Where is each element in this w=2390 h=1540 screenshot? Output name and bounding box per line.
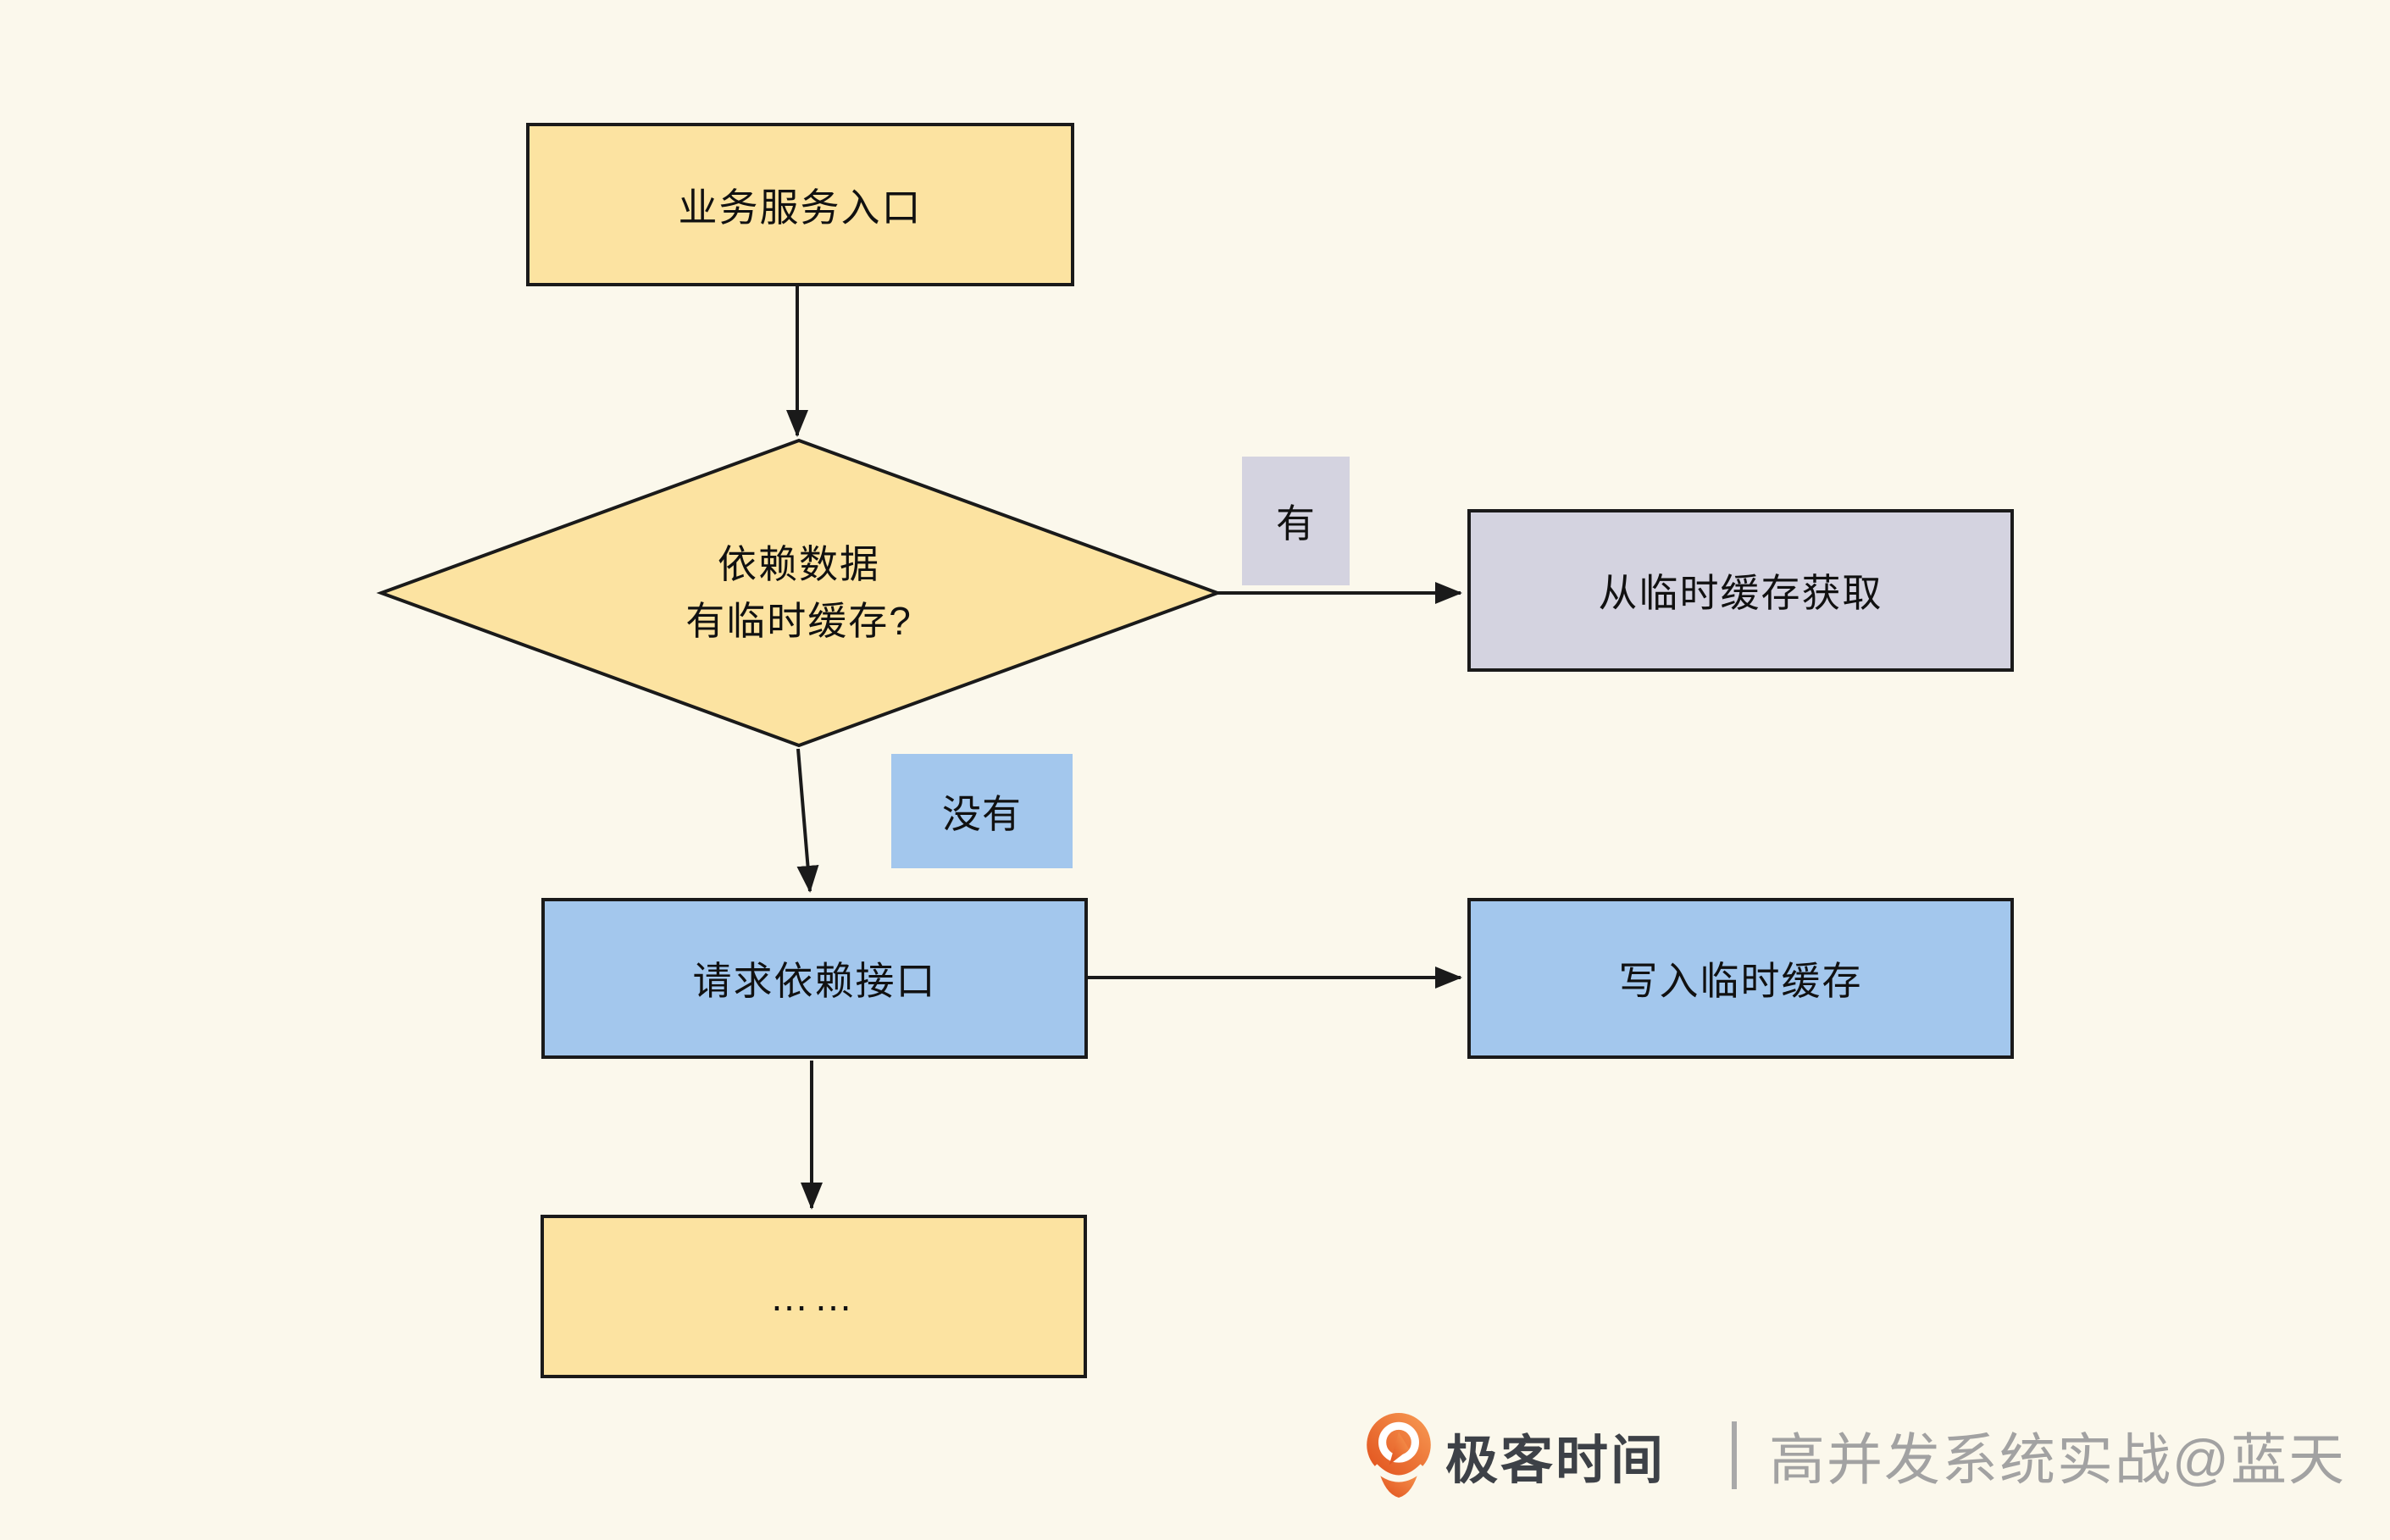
geektime-logo-icon bbox=[1367, 1413, 1431, 1498]
edge-label-yes-text: 有 bbox=[1276, 501, 1316, 546]
node-entry: 业务服务入口 bbox=[526, 123, 1074, 286]
node-cache-read-label: 从临时缓存获取 bbox=[1598, 571, 1883, 615]
node-request-label: 请求依赖接口 bbox=[692, 959, 937, 1003]
edge-label-yes: 有 bbox=[1242, 457, 1350, 585]
node-decision-label-line1: 依赖数据 bbox=[718, 542, 880, 586]
node-entry-label: 业务服务入口 bbox=[678, 185, 923, 230]
edge-label-no-text: 没有 bbox=[942, 791, 1022, 836]
node-decision-shape bbox=[376, 438, 1223, 748]
node-decision-label: 依赖数据 有临时缓存? bbox=[587, 536, 1011, 650]
footer-branding: 极客时间 高并发系统实战@蓝天 bbox=[1366, 1411, 2346, 1499]
brand-name: 极客时间 bbox=[1445, 1432, 1666, 1490]
node-cache-read: 从临时缓存获取 bbox=[1467, 509, 2014, 672]
node-more: …… bbox=[541, 1215, 1087, 1378]
edge-label-no: 没有 bbox=[891, 754, 1073, 868]
node-decision-label-line2: 有临时缓存? bbox=[685, 599, 912, 643]
footer-separator bbox=[1732, 1421, 1738, 1489]
arrow-decision-to-request bbox=[796, 748, 819, 893]
node-cache-write-label: 写入临时缓存 bbox=[1618, 959, 1863, 1003]
watermark-text: 高并发系统实战@蓝天 bbox=[1769, 1428, 2347, 1491]
node-cache-write: 写入临时缓存 bbox=[1467, 898, 2014, 1059]
node-request: 请求依赖接口 bbox=[541, 898, 1088, 1059]
node-more-label: …… bbox=[769, 1274, 858, 1319]
